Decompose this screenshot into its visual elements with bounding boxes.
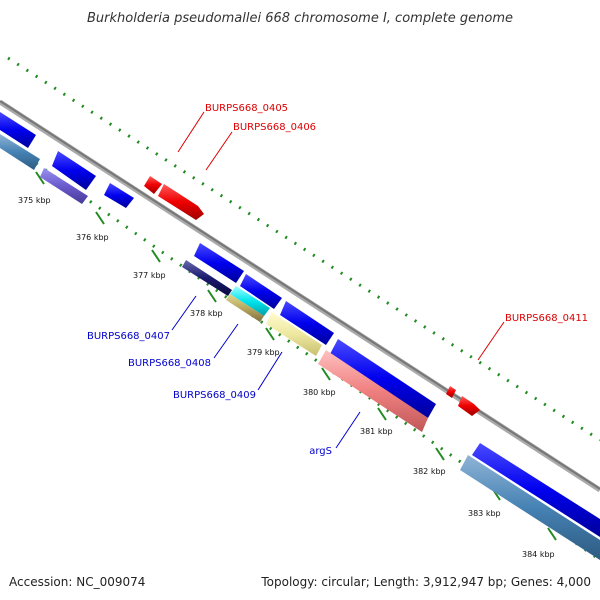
- accession-text: Accession: NC_009074: [9, 575, 145, 589]
- gene-rna-burps668-0406[interactable]: [158, 184, 204, 220]
- gene-label-burps668-0405[interactable]: BURPS668_0405: [205, 103, 288, 114]
- gene-label-burps668-0407[interactable]: BURPS668_0407: [87, 331, 170, 342]
- gene-burps668-0408-segment: [226, 294, 264, 322]
- gene-label-burps668-0409[interactable]: BURPS668_0409: [173, 390, 256, 401]
- gene-args[interactable]: [318, 350, 428, 432]
- tick-label: 380 kbp: [303, 388, 336, 397]
- gene-rna-burps668-0405[interactable]: [144, 176, 162, 194]
- label-leader-lines: [171, 111, 505, 449]
- gene-cds-reverse: [0, 134, 40, 170]
- outer-tick-ruler: [7, 56, 600, 442]
- gene-label-args[interactable]: argS: [309, 446, 332, 457]
- gene-burps668-0407[interactable]: [182, 260, 232, 296]
- map-title: Burkholderia pseudomallei 668 chromosome…: [87, 11, 513, 26]
- gene-cds-reverse: [40, 168, 88, 204]
- gene-cds: [104, 183, 134, 208]
- gene-labels: BURPS668_0405 BURPS668_0406 BURPS668_041…: [87, 103, 588, 457]
- gene-cds-reverse: [460, 455, 600, 560]
- gene-cds: [0, 112, 36, 148]
- gene-cds: [330, 339, 436, 418]
- gene-rna: [458, 396, 480, 416]
- tick-label: 384 kbp: [522, 550, 555, 559]
- gene-cds: [194, 243, 244, 283]
- tick-label: 376 kbp: [76, 233, 109, 242]
- gene-label-burps668-0408[interactable]: BURPS668_0408: [128, 358, 211, 369]
- gene-cds: [472, 443, 600, 537]
- reverse-strand-genes: [0, 134, 600, 560]
- gene-cds: [280, 301, 334, 345]
- tick-label: 375 kbp: [18, 196, 51, 205]
- gene-cds: [52, 151, 96, 190]
- tick-label: 379 kbp: [247, 348, 280, 357]
- genome-backbone: [0, 99, 600, 493]
- tick-label: 378 kbp: [190, 309, 223, 318]
- gene-cds: [240, 274, 282, 309]
- major-ticks: [35, 171, 557, 541]
- gene-label-burps668-0406[interactable]: BURPS668_0406: [233, 122, 316, 133]
- tick-label: 383 kbp: [468, 509, 501, 518]
- genome-summary-text: Topology: circular; Length: 3,912,947 bp…: [260, 575, 591, 589]
- forward-strand-genes: [0, 112, 600, 537]
- gene-burps668-0408[interactable]: [230, 286, 270, 316]
- gene-rna-burps668-0411[interactable]: [446, 386, 456, 398]
- tick-label: 381 kbp: [360, 427, 393, 436]
- gene-burps668-0409[interactable]: [266, 312, 322, 356]
- tick-label: 377 kbp: [133, 271, 166, 280]
- tick-label: 382 kbp: [413, 467, 446, 476]
- inner-tick-ruler: [0, 136, 600, 562]
- gene-label-burps668-0411[interactable]: BURPS668_0411: [505, 313, 588, 324]
- tick-labels: 375 kbp 376 kbp 377 kbp 378 kbp 379 kbp …: [18, 196, 555, 559]
